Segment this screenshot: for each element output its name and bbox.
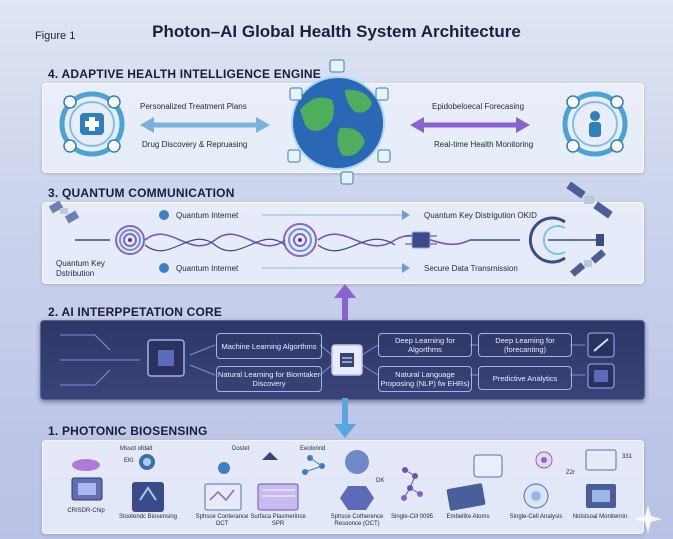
bio-item-label-3: Sphsce Conterance OCT	[195, 514, 249, 527]
single-cell-molecule-icon	[401, 467, 423, 501]
photon-spiral-left-icon	[115, 225, 145, 255]
stoodendc-biosensing-icon	[132, 482, 164, 512]
quantum-chip-icon	[405, 231, 437, 249]
bio-item-label-5: Sphsce Cotherence Resoonce (OCT)	[330, 514, 384, 527]
satellite-icon-right-top	[566, 181, 613, 219]
bio-top-label-1: Mssot ofdalt	[120, 446, 153, 452]
qkd-left-label-line2: Dstribution	[56, 269, 95, 278]
biomarker-discovery-box: Natural Learning for Biomtaker Discovery	[216, 366, 322, 392]
left-health-ring-icon	[59, 91, 125, 157]
ml-algorithms-box: Machine Learning Algorthms	[216, 333, 322, 359]
network-icon	[302, 455, 325, 475]
sparkle-icon	[634, 505, 662, 533]
secure-transmission-label: Secure Data Transmission	[424, 264, 518, 273]
figure-label: Figure 1	[35, 30, 76, 42]
section-title-engine: 4. ADAPTIVE HEALTH INTELLIGENCE ENGINE	[48, 67, 321, 81]
embellite-atoms-icon	[446, 454, 503, 511]
satellite-icon-right-bottom	[570, 249, 606, 277]
section-title-ai-core: 2. AI INTERPPETATION CORE	[48, 305, 223, 319]
right-health-ring-icon	[562, 91, 628, 157]
monitoring-icon	[585, 449, 617, 508]
engine-left-bottom-label: Drug Discovery & Repruasing	[142, 140, 248, 149]
bio-item-label-4: Surfaca Plasmerince SPR	[250, 514, 306, 527]
globe-icon	[287, 59, 391, 185]
bio-top-label-3: Dostet	[232, 446, 250, 452]
section-title-biosensing: 1. PHOTONIC BIOSENSING	[48, 424, 208, 438]
nlp-ehr-box: Natural Language Proposing (NLP) fw EHRs…	[378, 366, 472, 392]
engine-right-arrow	[410, 117, 530, 133]
receiver-ring-icon	[470, 216, 604, 264]
ai-chip-right-bottom-icon	[587, 363, 615, 389]
section-title-quantum: 3. QUANTUM COMMUNICATION	[48, 186, 235, 200]
bio-top-label-4: Eeolonnd	[300, 446, 326, 452]
engine-left-top-label: Personalized Treatment Plans	[140, 102, 247, 111]
ai-chip-left-icon	[147, 339, 185, 377]
spr-icon	[257, 452, 299, 511]
deep-learning-forecasting-box: Deep Leaming for (forecanting)	[478, 333, 572, 357]
quantum-internet-dot-bottom	[159, 263, 169, 273]
bio-top-label-7: Z2r	[566, 470, 575, 476]
bio-top-label-2: EKI	[124, 458, 134, 464]
bio-item-label-7: Embellite Atoms	[446, 514, 490, 520]
quantum-internet-top-label: Quantum Internet	[176, 211, 239, 220]
ai-chip-right-top-icon	[587, 332, 615, 358]
bio-item-label-2: Stootendc Biosensing	[118, 514, 178, 520]
resonance-icon	[340, 450, 374, 510]
bio-item-label-8: Single-Cell Analysis	[509, 514, 563, 520]
qkd-left-label-line1: Quantum Key	[56, 259, 105, 268]
bio-top-label-6: 331	[622, 454, 633, 460]
quantum-internet-bottom-label: Quantum Internet	[176, 264, 239, 273]
bio-item-label-9: Nolstsoal Moniternin	[572, 514, 628, 520]
quantum-internet-dot-top	[159, 210, 169, 220]
biosensing-dot-icon	[139, 454, 155, 470]
oct-icon	[204, 462, 242, 511]
bio-item-label-1: CRISDR-Chip	[67, 508, 105, 514]
deep-learning-algorithms-box: Deep Learning for Algorthms	[378, 333, 472, 357]
engine-right-bottom-label: Real-time Health Monitoring	[434, 140, 534, 149]
predictive-analytics-box: Predictive Analytics	[478, 366, 572, 390]
engine-left-arrow	[140, 117, 270, 133]
engine-right-top-label: Epidobeloecal Forecasing	[432, 102, 525, 111]
single-cell-analysis-icon	[523, 451, 553, 509]
crispr-chip-icon	[71, 459, 103, 501]
ai-chip-center-icon	[331, 344, 363, 376]
satellite-icon-left	[48, 200, 80, 224]
bio-item-label-6: Single-Cill 0095	[390, 514, 434, 520]
bio-top-label-5: DK	[376, 478, 385, 484]
page-title: Photon–AI Global Health System Architect…	[152, 22, 521, 41]
qkd-right-label: Quantum Key Distrigution OKID	[424, 211, 537, 220]
